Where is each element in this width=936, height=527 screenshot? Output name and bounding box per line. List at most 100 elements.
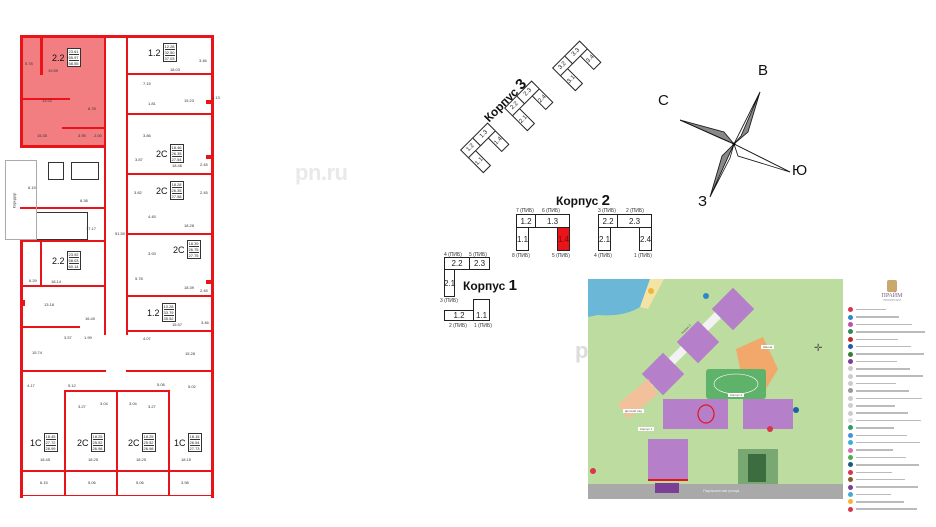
room-area-label: 19.59 [48, 68, 59, 73]
room-area-label: 1.81 [148, 101, 156, 106]
compass-east-label: В [758, 62, 769, 79]
legend-item [848, 476, 936, 483]
compass-star-icon [679, 91, 791, 198]
legend-marker-icon [848, 491, 853, 497]
entrance-label: 5 (ПИБ) [552, 253, 570, 259]
section-1-1[interactable]: 1.1 [467, 150, 492, 174]
legend-item [848, 461, 936, 468]
compass-rose: С В Ю З [658, 60, 820, 210]
section-2-2[interactable]: 2.2 [598, 214, 618, 228]
section-1-4[interactable]: 1.4 [487, 130, 510, 153]
room-area-label: 4.45 [148, 214, 156, 219]
section-1-1[interactable]: 1.1 [516, 227, 529, 251]
legend-marker-icon [848, 358, 853, 364]
room-area-label: 18.28 [184, 223, 195, 228]
room-area-label: 6.15 [40, 480, 48, 485]
legend-marker-icon [848, 403, 853, 409]
legend-item [848, 358, 936, 365]
korpus-3-diagram: Корпус 3 1.2 1.3 1.4 1.1 2.2 2.3 2.4 2.1… [440, 30, 630, 200]
legend-item [848, 306, 936, 313]
legend-text [856, 323, 912, 326]
brand-subtitle: ПРИМОРСКИЙ [883, 299, 901, 302]
room-area-label: 18.25 [136, 457, 147, 462]
room-area-label: 18.39 [184, 285, 195, 290]
section-2-3[interactable]: 2.3 [469, 257, 490, 270]
room-area-label: 15.35 [37, 133, 48, 138]
map-label-korpus-2: Корпус 2 [728, 393, 745, 397]
legend-marker-icon [848, 447, 853, 453]
wall [126, 295, 214, 297]
map-label-school: Школа [761, 345, 775, 349]
legend-item [848, 483, 936, 490]
room-area-label: 5.02 [188, 384, 196, 389]
section-3-1[interactable]: 3.1 [559, 68, 584, 92]
entrance-label: 2 (ПИБ) [449, 323, 467, 329]
legend-item [848, 506, 936, 513]
room-area-label: 3.87 [135, 157, 143, 162]
legend-text [856, 353, 924, 355]
legend-text [856, 345, 911, 348]
section-2-1[interactable]: 2.1 [598, 227, 611, 251]
legend-text [856, 464, 919, 466]
legend-marker-icon [848, 395, 853, 401]
site-map-graphic [588, 279, 843, 499]
section-3-4[interactable]: 3.4 [579, 48, 602, 71]
entrance-label: 1 (ПИБ) [474, 323, 492, 329]
section-2-1[interactable]: 2.1 [444, 269, 455, 297]
room-area-label: 2.45 [200, 190, 208, 195]
section-1-4-selected[interactable]: 1.4 [557, 227, 570, 251]
room-area-label: 3.57 [64, 335, 72, 340]
legend-text [856, 508, 917, 510]
room-area-label: 6.19 [28, 185, 36, 190]
room-area-label: 5.06 [88, 480, 96, 485]
section-1-3[interactable]: 1.3 [535, 214, 570, 228]
section-1-1[interactable]: 1.1 [473, 299, 490, 321]
room-area-label: 15.57 [172, 322, 183, 327]
section-1-2[interactable]: 1.2 [444, 310, 474, 321]
section-1-2[interactable]: 1.2 [516, 214, 536, 228]
room-area-label: 3.27 [148, 404, 156, 409]
brand-name: ПРАЙМ [881, 293, 903, 299]
wall [20, 240, 106, 242]
selected-apartment-highlight[interactable] [20, 36, 106, 148]
legend-marker-icon [848, 314, 853, 320]
legend-text [856, 308, 886, 311]
room-area-label: 13.22 [42, 98, 53, 103]
section-2-4[interactable]: 2.4 [531, 88, 554, 111]
room-area-label: 1.99 [84, 335, 92, 340]
section-2-2[interactable]: 2.2 [444, 257, 470, 270]
entrance-label: 3 (ПИБ) [440, 298, 458, 304]
legend-text [856, 486, 918, 488]
legend-text [856, 493, 891, 496]
section-2-1[interactable]: 2.1 [511, 108, 536, 132]
wall [20, 98, 70, 100]
wall [211, 35, 214, 498]
corridor-label: Коридор [11, 192, 17, 209]
section-2-3[interactable]: 2.3 [617, 214, 652, 228]
legend-marker-icon [848, 432, 853, 438]
compass-south-label: Ю [792, 162, 808, 179]
legend-marker-icon [848, 506, 853, 512]
staircase [36, 212, 88, 240]
wall [126, 173, 214, 175]
wall [40, 35, 43, 75]
watermark: pn.ru [295, 160, 348, 185]
site-map: Парашютная улица Корпус 3 Корпус 2 Корпу… [588, 279, 843, 499]
legend-text [856, 316, 899, 318]
legend-item [848, 373, 936, 380]
section-2-4[interactable]: 2.4 [639, 227, 652, 251]
room-area-label: 8.38 [80, 198, 88, 203]
legend-marker-icon [848, 440, 853, 446]
room-area-label: 15.23 [184, 98, 195, 103]
